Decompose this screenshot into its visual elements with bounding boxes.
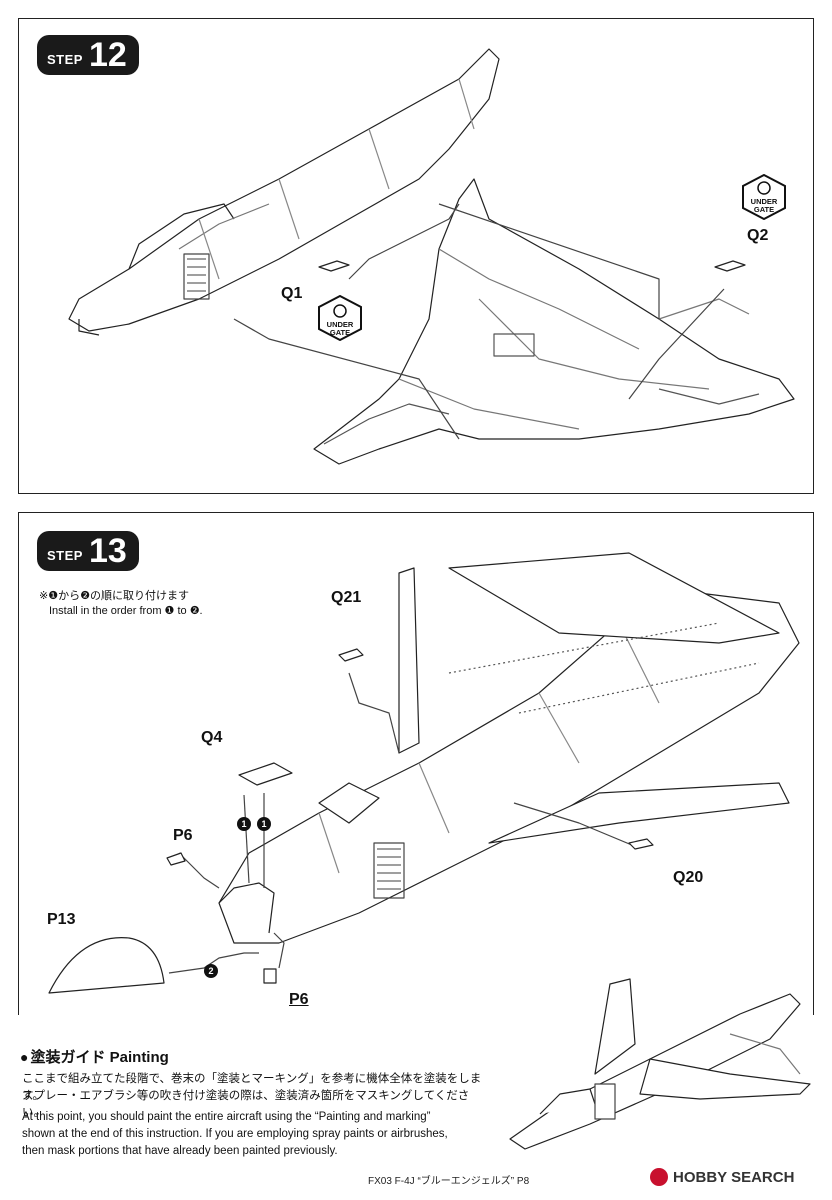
part-label-q21: Q21 <box>331 589 362 606</box>
under-gate-icon-q1: UNDER GATE <box>317 294 363 342</box>
step-13-illustration <box>48 552 800 994</box>
painting-guide-title: ●塗装ガイド Painting <box>20 1046 169 1067</box>
hobby-search-icon <box>650 1168 668 1186</box>
part-label-p6-bottom: P6 <box>289 991 309 1008</box>
painting-en-line-1: At this point, you should paint the enti… <box>22 1111 431 1123</box>
part-label-q4: Q4 <box>201 729 223 746</box>
part-label-q1: Q1 <box>281 285 303 302</box>
bullet-icon: ● <box>20 1049 29 1065</box>
part-label-q20: Q20 <box>673 869 704 886</box>
order-mark-1b: 1 <box>261 819 267 829</box>
step-word: STEP <box>47 51 83 67</box>
painting-jp-line-2: スプレー・エアブラシ等の吹き付け塗装の際は、塗装済み箇所をマスキングしてください… <box>22 1090 470 1119</box>
gate-text-2: GATE <box>753 205 775 214</box>
painted-aircraft-illustration <box>509 978 811 1150</box>
step-13-badge: STEP 13 <box>37 531 139 571</box>
order-note-en: Install in the order from ❶ to ❷. <box>49 605 203 617</box>
order-mark-2: 2 <box>208 966 214 976</box>
step-13-panel: STEP 13 ※❶から❷の順に取り付けます Install in the or… <box>18 512 814 1015</box>
part-label-p6-top: P6 <box>173 827 193 844</box>
hobby-search-logo: HOBBY SEARCH <box>650 1168 794 1186</box>
part-label-p13: P13 <box>47 911 76 928</box>
step-number: 13 <box>88 532 127 570</box>
step-12-panel: STEP 12 <box>18 18 814 494</box>
logo-text: HOBBY SEARCH <box>673 1168 795 1186</box>
gate-text-2: GATE <box>329 328 351 337</box>
under-gate-icon-q2: UNDER GATE <box>741 173 787 221</box>
painting-en-line-3: then mask portions that have already bee… <box>22 1145 338 1157</box>
gate-text-1: UNDER <box>750 197 778 206</box>
order-note-jp: ※❶から❷の順に取り付けます <box>39 590 189 602</box>
step-12-illustration <box>68 48 795 465</box>
step-number: 12 <box>88 36 127 74</box>
gate-text-1: UNDER <box>326 320 354 329</box>
step-word: STEP <box>47 547 83 563</box>
footer-page-code: FX03 F-4J “ブルーエンジェルズ” P8 <box>368 1176 530 1187</box>
step-12-badge: STEP 12 <box>37 35 139 75</box>
order-mark-1a: 1 <box>241 819 247 829</box>
part-label-q2: Q2 <box>747 227 769 244</box>
painting-en-line-2: shown at the end of this instruction. If… <box>22 1128 448 1140</box>
painting-jp-line-1: ここまで組み立てた段階で、巻末の「塗装とマーキング」を参考に機体全体を塗装をしま… <box>22 1073 482 1102</box>
painting-title-text: 塗装ガイド Painting <box>30 1049 169 1066</box>
